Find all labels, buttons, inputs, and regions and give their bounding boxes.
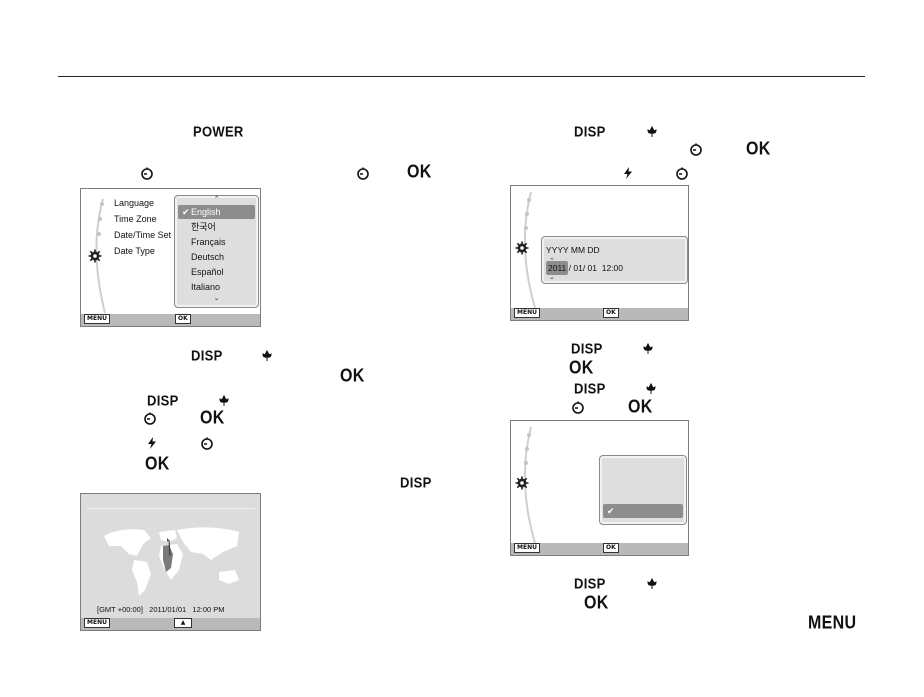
check-icon: ✔ [607,506,615,516]
header-rule [58,76,865,77]
year-highlight [546,261,568,275]
screen-button-bar: MENU ▲ [81,618,260,630]
macro-flower-icon [643,342,653,354]
macro-flower-icon [647,577,657,589]
ok-key-label: OK [746,139,771,160]
ok-key-label: OK [407,162,432,183]
year-field[interactable]: 2011 [548,263,567,273]
date-rest: / 01/ 01 12:00 [566,263,623,273]
date-time-panel: YYYY MM DD ⌃ 2011 / 01/ 01 12:00 ⌄ [541,236,688,284]
date-format-label: YYYY MM DD [546,245,600,255]
flash-icon [624,167,632,179]
divider [87,508,255,509]
ok-key-label: OK [628,397,653,418]
timer-icon [357,167,369,180]
language-option[interactable]: Español [191,267,224,277]
macro-flower-icon [262,349,272,361]
ok-key-label: OK [200,408,225,429]
disp-key-label: DISP [574,122,606,141]
check-icon: ✔ [182,207,190,217]
language-option[interactable]: Deutsch [191,252,225,262]
disp-key-label: DISP [571,339,603,358]
chevron-down-icon: ⌄ [549,274,555,281]
date-type-option-selected[interactable]: ✔ [603,504,683,518]
language-option[interactable]: ✔English [178,205,255,219]
timer-icon [141,167,153,180]
menu-button[interactable]: MENU [84,618,110,628]
timer-icon [572,401,584,414]
language-option[interactable]: Italiano [191,282,221,292]
flash-icon [148,437,156,449]
screen-button-bar: MENU OK [511,543,688,555]
camera-screen-date-time: YYYY MM DD ⌃ 2011 / 01/ 01 12:00 ⌄ MENU … [510,185,689,321]
gear-icon [88,249,102,263]
disp-key-label: DISP [400,473,432,492]
gear-icon [515,241,529,255]
macro-flower-icon [647,125,657,137]
menu-button[interactable]: MENU [514,543,540,553]
gear-icon [515,476,529,490]
ok-key-label: OK [145,454,170,475]
camera-screen-date-type: ✔ MENU OK [510,420,689,556]
menu-key-label: MENU [808,613,857,634]
language-option[interactable]: 한국어 [191,222,216,232]
screen-button-bar: MENU OK [511,308,688,320]
macro-flower-icon [219,394,229,406]
ok-button[interactable]: OK [603,543,619,553]
chevron-up-icon: ⌃ [213,196,220,203]
ok-button[interactable]: OK [603,308,619,318]
timer-icon [201,437,213,450]
ok-key-label: OK [584,593,609,614]
camera-screen-language: Language Time Zone Date/Time Set Date Ty… [80,188,261,327]
date-time-value[interactable]: 2011 / 01/ 01 12:00 [548,263,623,273]
camera-screen-time-zone: [GMT +00:00] 2011/01/01 12:00 PM MENU ▲ [80,493,261,631]
ok-key-label: OK [340,366,365,387]
timer-icon [690,143,702,156]
ok-key-label: OK [569,358,594,379]
macro-flower-icon [646,382,656,394]
disp-key-label: DISP [191,346,223,365]
disp-key-label: DISP [574,574,606,593]
screen-button-bar: MENU OK [81,314,260,326]
language-option[interactable]: Français [191,237,226,247]
language-dropdown: ⌃ ✔English 한국어 Français Deutsch Español … [174,195,259,308]
world-map [104,527,239,596]
power-key-label: POWER [193,122,244,141]
date-type-dropdown: ✔ [599,455,687,525]
chevron-down-icon: ⌄ [213,295,220,302]
menu-item-time-zone[interactable]: Time Zone [114,214,157,224]
ok-button[interactable]: OK [175,314,191,324]
menu-button[interactable]: MENU [514,308,540,318]
menu-item-date-type[interactable]: Date Type [114,246,155,256]
menu-button[interactable]: MENU [84,314,110,324]
timer-icon [676,167,688,180]
menu-item-language[interactable]: Language [114,198,155,208]
disp-key-label: DISP [147,391,179,410]
disp-key-label: DISP [574,379,606,398]
menu-item-date-time-set[interactable]: Date/Time Set [114,230,172,240]
up-arrow-button[interactable]: ▲ [174,618,192,628]
time-zone-readout: [GMT +00:00] 2011/01/01 12:00 PM [97,605,225,614]
timer-icon [144,412,156,425]
